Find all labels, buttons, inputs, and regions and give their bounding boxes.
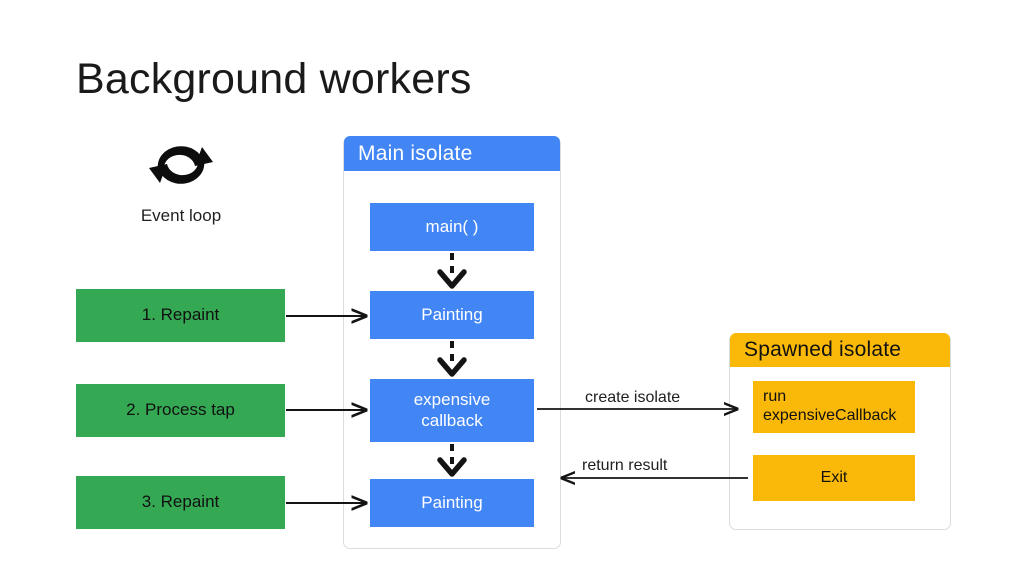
spawned-isolate-step-run-callback[interactable]: run expensiveCallback [753, 381, 915, 433]
main-isolate-step-main[interactable]: main( ) [370, 203, 534, 251]
step-label: Exit [820, 468, 848, 486]
step-label-line2: callback [421, 410, 483, 430]
refresh-cycle-icon [149, 146, 213, 184]
queue-item-label: 1. Repaint [141, 305, 220, 325]
queue-item-2[interactable]: 2. Process tap [76, 384, 285, 437]
step-label-line2: expensiveCallback [763, 407, 897, 424]
step-label: main( ) [425, 216, 479, 236]
queue-item-3[interactable]: 3. Repaint [76, 476, 285, 529]
main-isolate-step-expensive-callback[interactable]: expensive callback [370, 379, 534, 442]
queue-item-1[interactable]: 1. Repaint [76, 289, 285, 342]
main-isolate-step-painting-2[interactable]: Painting [370, 479, 534, 527]
page-title: Background workers [76, 55, 472, 103]
main-isolate-step-painting-1[interactable]: Painting [370, 291, 534, 339]
main-isolate-title: Main isolate [358, 141, 473, 165]
queue-item-label: 3. Repaint [141, 492, 220, 512]
edge-label-return-result: return result [582, 457, 668, 474]
step-label-line1: expensive [413, 390, 491, 410]
step-label-line1: run [763, 388, 787, 406]
spawned-isolate-step-exit[interactable]: Exit [753, 455, 915, 501]
spawned-isolate-title: Spawned isolate [744, 338, 902, 361]
step-label: Painting [421, 492, 483, 512]
spawned-isolate-header: Spawned isolate [730, 333, 950, 367]
edge-label-create-isolate: create isolate [585, 389, 681, 406]
main-isolate-header: Main isolate [344, 136, 560, 171]
step-label: Painting [421, 304, 483, 324]
queue-item-label: 2. Process tap [126, 400, 235, 420]
event-loop-label: Event loop [140, 206, 222, 225]
event-loop-group: Event loop [118, 134, 244, 226]
